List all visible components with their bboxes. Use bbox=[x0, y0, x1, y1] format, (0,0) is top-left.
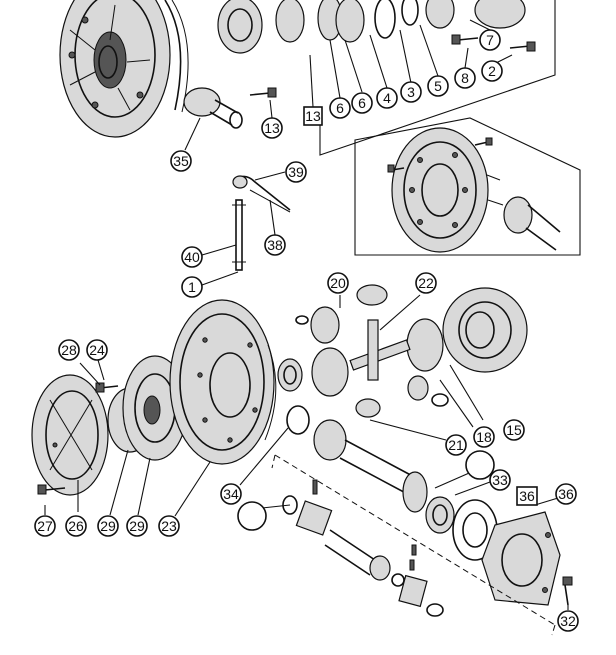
svg-text:29: 29 bbox=[129, 518, 145, 534]
callout-27[interactable]: 29 bbox=[97, 515, 119, 537]
svg-text:2: 2 bbox=[488, 63, 496, 79]
callout-36[interactable]: 36 bbox=[516, 486, 538, 506]
svg-text:13: 13 bbox=[264, 120, 280, 136]
callout-33[interactable]: 33 bbox=[489, 469, 511, 491]
svg-text:3: 3 bbox=[407, 84, 415, 100]
callout-15[interactable]: 13 bbox=[261, 117, 283, 139]
callout-labels: 7 8 2 5 3 4 6 6 13 13 35 39 38 40 1 20 2… bbox=[34, 29, 579, 632]
svg-text:23: 23 bbox=[161, 518, 177, 534]
svg-text:39: 39 bbox=[288, 164, 304, 180]
svg-text:32: 32 bbox=[560, 613, 576, 629]
top-assembly bbox=[59, 0, 556, 156]
svg-text:35: 35 bbox=[173, 153, 189, 169]
svg-text:24: 24 bbox=[89, 342, 105, 358]
callout-28[interactable]: 28 bbox=[58, 339, 80, 361]
callout-37[interactable]: 34 bbox=[220, 483, 242, 505]
svg-text:8: 8 bbox=[461, 70, 469, 86]
callout-40[interactable]: 40 bbox=[181, 246, 203, 268]
callout-23[interactable]: 23 bbox=[158, 515, 180, 537]
callout-3[interactable]: 3 bbox=[400, 81, 422, 103]
callout-7[interactable]: 6 bbox=[351, 92, 373, 114]
svg-text:22: 22 bbox=[418, 275, 434, 291]
callout-4[interactable]: 4 bbox=[376, 87, 398, 109]
callout-22[interactable]: 22 bbox=[415, 272, 437, 294]
callout-29[interactable]: 29 bbox=[126, 515, 148, 537]
lower-assembly bbox=[31, 284, 573, 636]
callout-13[interactable]: 13 bbox=[303, 106, 323, 126]
callout-38[interactable]: 38 bbox=[264, 234, 286, 256]
breather-pin-assembly bbox=[201, 171, 291, 286]
callout-26[interactable]: 27 bbox=[34, 515, 56, 537]
svg-text:5: 5 bbox=[434, 78, 442, 94]
svg-text:18: 18 bbox=[476, 429, 492, 445]
callout-25[interactable]: 26 bbox=[65, 515, 87, 537]
svg-text:36: 36 bbox=[519, 488, 535, 504]
svg-text:4: 4 bbox=[383, 90, 391, 106]
highlight-ring-30 bbox=[237, 501, 267, 531]
svg-text:40: 40 bbox=[184, 249, 200, 265]
svg-text:26: 26 bbox=[68, 518, 84, 534]
svg-text:6: 6 bbox=[336, 100, 344, 116]
callout-35[interactable]: 36 bbox=[555, 483, 577, 505]
callout-21[interactable]: 21 bbox=[445, 434, 467, 456]
svg-text:38: 38 bbox=[267, 237, 283, 253]
svg-text:15: 15 bbox=[506, 422, 522, 438]
callout-8[interactable]: 7 bbox=[479, 29, 501, 51]
callout-1[interactable]: 1 bbox=[181, 276, 203, 298]
ring-gear-inset bbox=[354, 117, 581, 256]
callout-5[interactable]: 5 bbox=[427, 75, 449, 97]
svg-text:29: 29 bbox=[100, 518, 116, 534]
callout-2[interactable]: 2 bbox=[481, 60, 503, 82]
callout-20[interactable]: 20 bbox=[327, 272, 349, 294]
callout-32[interactable]: 32 bbox=[557, 610, 579, 632]
svg-text:20: 20 bbox=[330, 275, 346, 291]
svg-text:34: 34 bbox=[223, 486, 239, 502]
callout-6[interactable]: 6 bbox=[329, 97, 351, 119]
svg-text:1: 1 bbox=[188, 279, 196, 295]
callout-24[interactable]: 24 bbox=[86, 339, 108, 361]
svg-text:33: 33 bbox=[492, 472, 508, 488]
callout-19[interactable]: 18 bbox=[473, 426, 495, 448]
callout-39[interactable]: 39 bbox=[285, 161, 307, 183]
svg-text:13: 13 bbox=[305, 108, 321, 124]
callout-12[interactable]: 8 bbox=[454, 67, 476, 89]
svg-text:6: 6 bbox=[358, 95, 366, 111]
svg-text:7: 7 bbox=[486, 32, 494, 48]
svg-text:36: 36 bbox=[558, 486, 574, 502]
highlight-ring-31 bbox=[465, 450, 495, 480]
svg-text:28: 28 bbox=[61, 342, 77, 358]
svg-text:21: 21 bbox=[448, 437, 464, 453]
svg-text:27: 27 bbox=[37, 518, 53, 534]
callout-34[interactable]: 35 bbox=[170, 150, 192, 172]
callout-18[interactable]: 15 bbox=[503, 419, 525, 441]
